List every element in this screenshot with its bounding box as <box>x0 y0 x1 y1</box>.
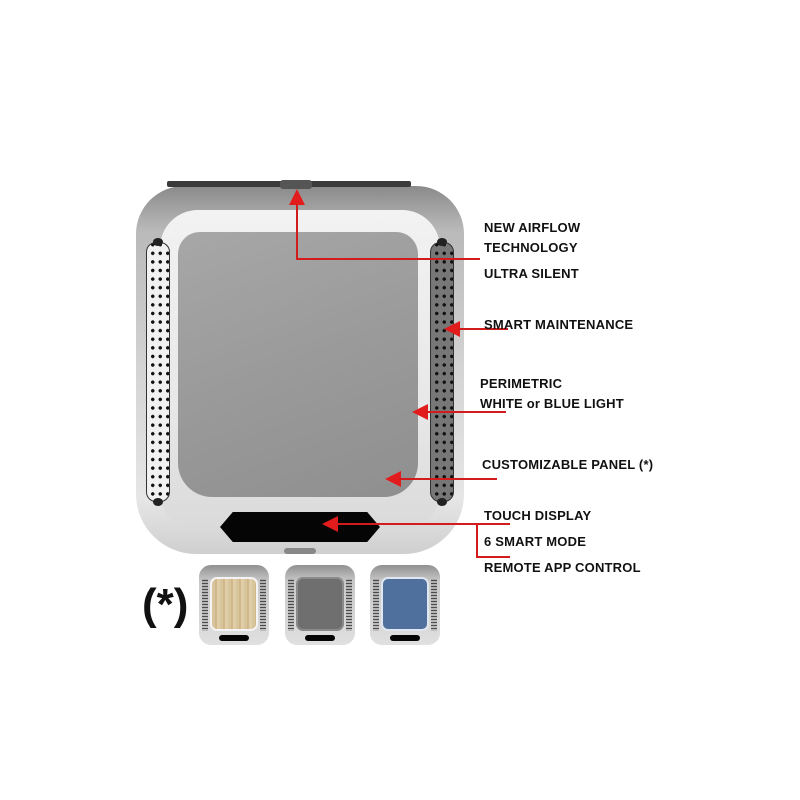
callout-line <box>296 258 480 260</box>
callout-bracket <box>476 556 510 558</box>
right-grille <box>430 242 454 502</box>
grille-cap <box>437 498 447 506</box>
arrow-left-icon <box>385 471 401 487</box>
variant-blue <box>370 565 440 645</box>
label-smart-maintenance: SMART MAINTENANCE <box>484 317 634 332</box>
label-white-or-blue-light: WHITE or BLUE LIGHT <box>480 396 624 411</box>
label-customizable-panel: CUSTOMIZABLE PANEL (*) <box>482 457 654 472</box>
arrow-left-icon <box>322 516 338 532</box>
callout-line <box>426 411 506 413</box>
top-notch <box>280 180 312 189</box>
label-touch-display: TOUCH DISPLAY <box>484 508 592 523</box>
wood-panel <box>210 577 258 631</box>
arrow-left-icon <box>444 321 460 337</box>
label-ultra-silent: ULTRA SILENT <box>484 266 579 281</box>
variant-display <box>219 635 249 641</box>
label-new-airflow: NEW AIRFLOW <box>484 220 581 235</box>
variant-grille <box>431 579 437 631</box>
blue-panel <box>381 577 429 631</box>
arrow-left-icon <box>412 404 428 420</box>
grey-panel <box>296 577 344 631</box>
grille-cap <box>437 238 447 246</box>
touch-display <box>220 512 380 542</box>
variant-display <box>305 635 335 641</box>
grille-cap <box>153 238 163 246</box>
callout-line <box>399 478 497 480</box>
label-remote-app-control: REMOTE APP CONTROL <box>484 560 641 575</box>
customizable-panel <box>178 232 418 497</box>
callout-bracket <box>476 523 478 558</box>
variant-wood <box>199 565 269 645</box>
bottom-notch <box>284 548 316 554</box>
label-technology: TECHNOLOGY <box>484 240 578 255</box>
callout-line <box>296 204 298 260</box>
variant-grille <box>373 579 379 631</box>
callout-bracket <box>476 523 510 525</box>
variant-grille <box>202 579 208 631</box>
variant-grille <box>260 579 266 631</box>
label-perimetric: PERIMETRIC <box>480 376 563 391</box>
variant-grille <box>288 579 294 631</box>
label-6-smart-mode: 6 SMART MODE <box>484 534 587 549</box>
grille-cap <box>153 498 163 506</box>
variant-grille <box>346 579 352 631</box>
variant-grey <box>285 565 355 645</box>
left-grille <box>146 242 170 502</box>
callout-line <box>336 523 478 525</box>
variants-marker: (*) <box>142 580 189 629</box>
arrow-up-icon <box>289 189 305 205</box>
variant-display <box>390 635 420 641</box>
callout-line <box>458 328 508 330</box>
